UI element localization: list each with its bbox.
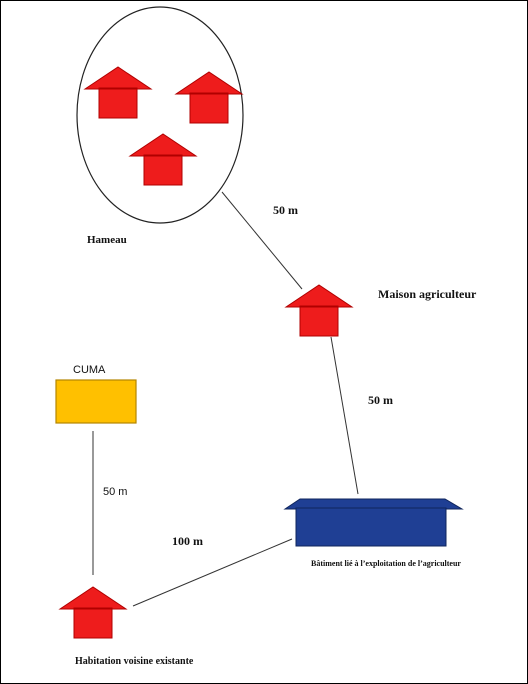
farm-building-icon xyxy=(283,498,464,547)
line-hamlet-to-farmer-house xyxy=(221,191,303,290)
farmer-house-label: Maison agriculteur xyxy=(378,287,477,301)
distance-cuma-neighbor-label: 50 m xyxy=(103,486,128,498)
hamlet-circle xyxy=(76,6,244,224)
farm-building-label: Bâtiment lié à l’exploitation de l’agric… xyxy=(311,559,461,568)
hamlet-house-2-icon xyxy=(175,71,243,124)
cuma-box xyxy=(55,379,137,424)
hamlet-house-1-icon xyxy=(84,66,152,119)
hamlet-house-3-icon xyxy=(129,133,197,186)
distance-building-neighbor-label: 100 m xyxy=(172,534,203,548)
line-building-to-neighbor xyxy=(132,538,293,607)
line-farmer-house-to-building xyxy=(330,336,359,495)
neighbor-house-label: Habitation voisine existante xyxy=(75,656,194,667)
neighbor-house-icon xyxy=(59,586,127,639)
farmer-house-icon xyxy=(285,284,353,337)
hamlet-label: Hameau xyxy=(87,234,127,246)
distance-hamlet-farmer-label: 50 m xyxy=(273,203,298,217)
distance-farmer-building-label: 50 m xyxy=(368,393,393,407)
cuma-label: CUMA xyxy=(73,364,106,376)
